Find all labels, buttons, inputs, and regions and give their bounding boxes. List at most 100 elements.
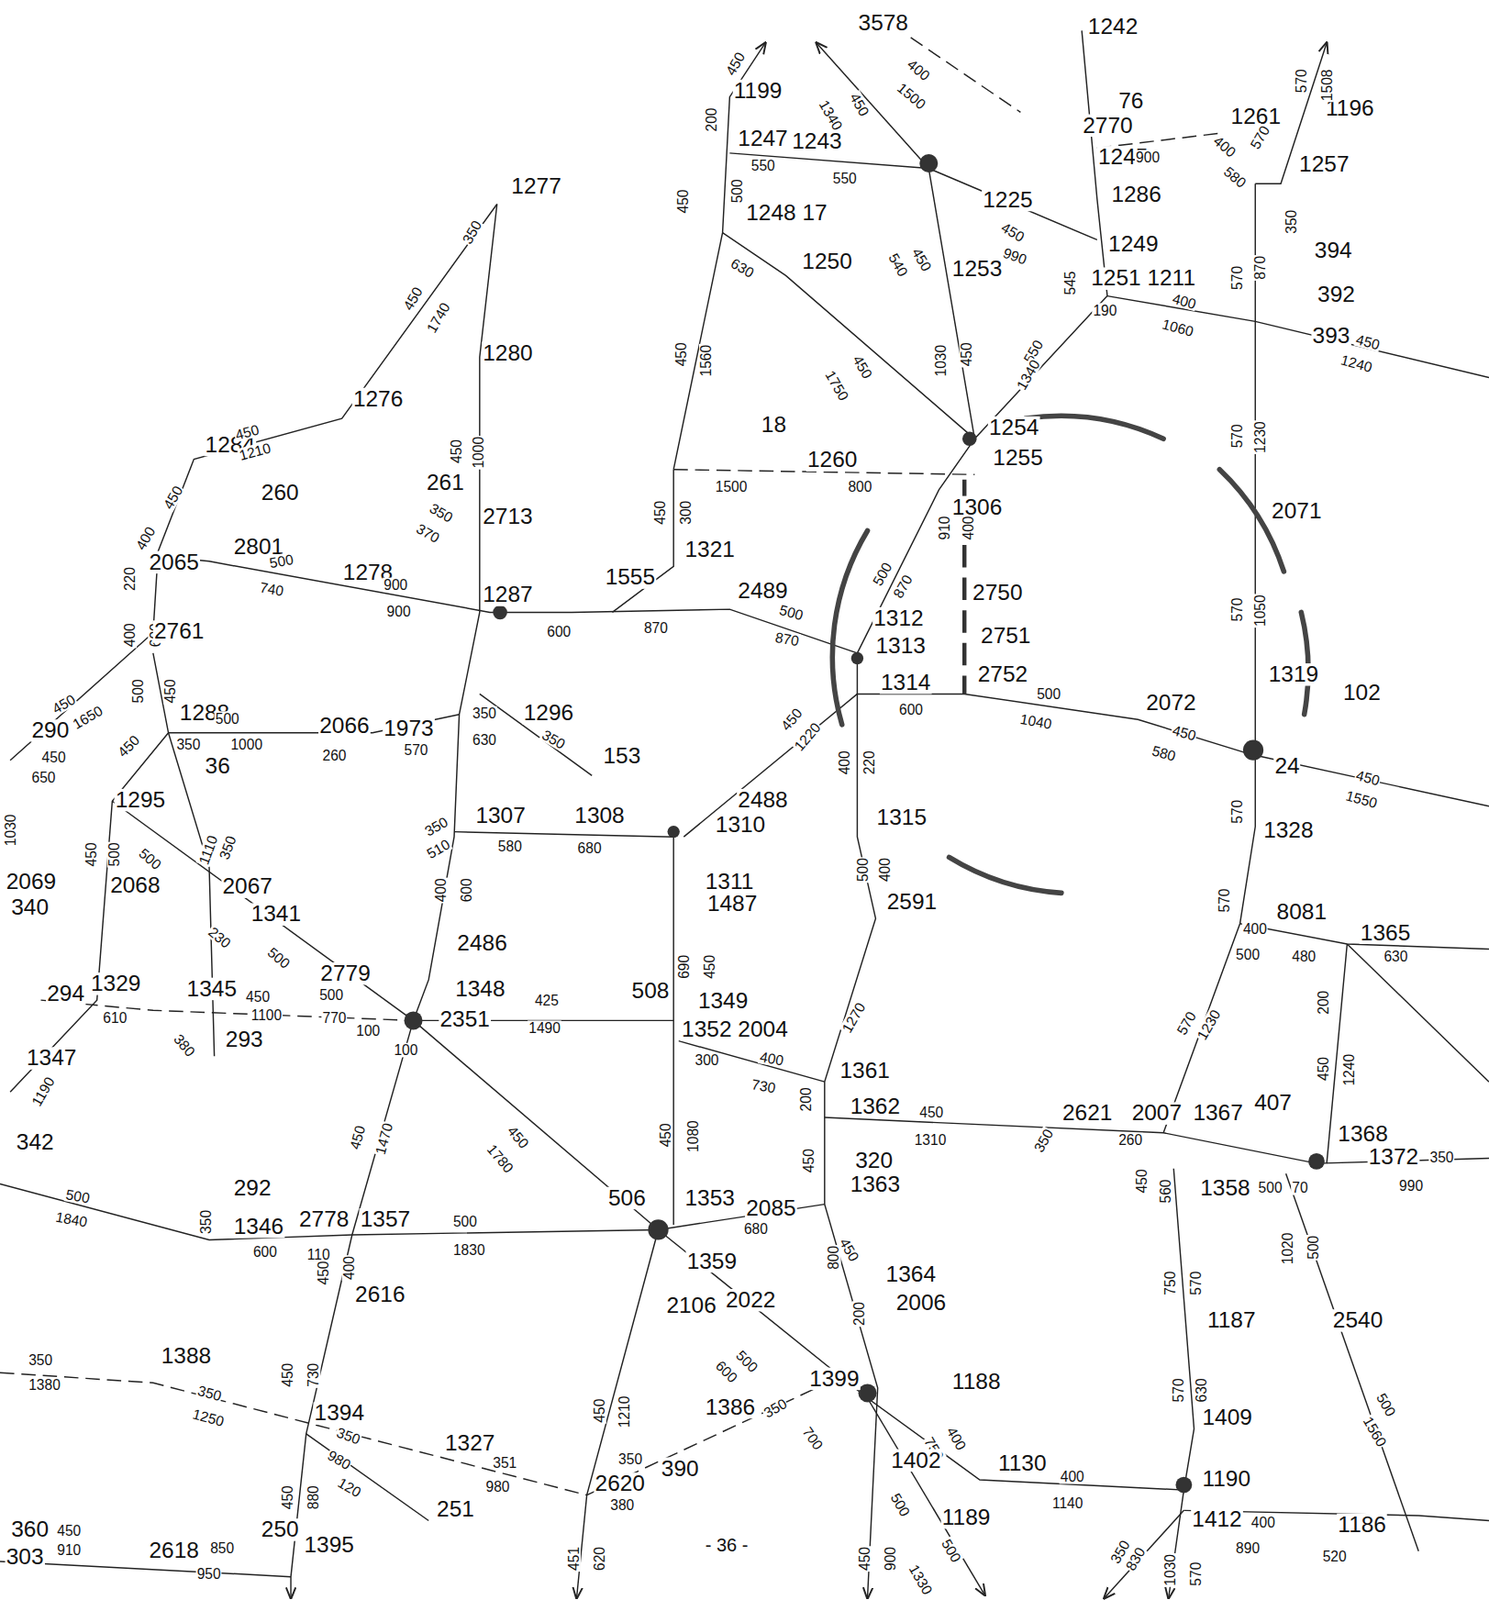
network-stroke <box>867 1398 986 1596</box>
node-number: 1243 <box>790 130 844 153</box>
link-value: 1550 <box>1343 788 1380 812</box>
link-value: 400 <box>1242 921 1268 936</box>
node-number: 2591 <box>886 890 939 913</box>
link-value: 350 <box>199 1209 214 1235</box>
network-stroke <box>413 1020 659 1230</box>
link-value: 450 <box>48 690 78 717</box>
page-number: - 36 - <box>704 1535 750 1555</box>
node-number: 1199 <box>733 79 784 102</box>
node-number: 1321 <box>683 538 736 561</box>
network-stroke <box>1175 1477 1192 1494</box>
network-stroke <box>413 203 498 1021</box>
link-value: 450 <box>316 1259 332 1286</box>
link-value: 1240 <box>1342 1053 1357 1088</box>
link-value: 500 <box>318 988 345 1003</box>
network-stroke <box>962 432 978 447</box>
node-number: 153 <box>601 744 642 767</box>
node-number: 1361 <box>838 1059 891 1082</box>
node-number: 1247 <box>736 127 789 150</box>
link-value: 500 <box>777 601 806 623</box>
link-value: 120 <box>334 1474 365 1501</box>
link-value: 1250 <box>189 1406 227 1430</box>
link-value: 480 <box>1290 949 1317 965</box>
link-value: 1508 <box>1319 67 1334 102</box>
link-value: 580 <box>497 838 523 854</box>
node-number: 506 <box>607 1187 647 1210</box>
network-stroke <box>10 203 498 760</box>
link-value: 450 <box>673 341 689 367</box>
link-value: 350 <box>471 706 498 722</box>
link-value: 300 <box>693 1053 720 1068</box>
link-value: 870 <box>889 571 916 601</box>
network-stroke <box>867 1398 1185 1490</box>
node-number: 1348 <box>454 977 507 1001</box>
node-number: 1261 <box>1229 105 1282 128</box>
link-value: 380 <box>170 1031 199 1061</box>
node-number: 1345 <box>185 977 238 1001</box>
node-number: 390 <box>660 1457 701 1480</box>
node-number: 294 <box>45 982 86 1005</box>
link-value: 1240 <box>1338 352 1376 376</box>
network-stroke <box>1308 1153 1325 1170</box>
node-number: 1306 <box>951 496 1004 519</box>
link-value: 400 <box>877 856 893 883</box>
node-number: 340 <box>10 896 50 919</box>
node-number: 2066 <box>318 714 371 737</box>
node-number: 2770 <box>1081 114 1134 137</box>
link-value: 500 <box>214 711 241 726</box>
link-value: 100 <box>392 1043 419 1058</box>
link-value: 450 <box>653 500 668 526</box>
node-number: 2065 <box>147 551 201 574</box>
link-value: 1210 <box>617 1394 633 1429</box>
link-value: 570 <box>402 743 429 758</box>
link-value: 500 <box>729 177 745 204</box>
node-number: 1319 <box>1267 663 1321 686</box>
link-value: 1650 <box>69 702 107 733</box>
link-value: 190 <box>1091 302 1118 318</box>
node-number: 2778 <box>298 1208 351 1231</box>
network-stroke <box>157 555 857 654</box>
node-number: 1225 <box>981 188 1034 212</box>
node-number: 1251 1211 <box>1089 266 1197 289</box>
link-value: 350 <box>1428 1150 1455 1166</box>
link-value: 570 <box>1229 422 1245 449</box>
link-value: 350 <box>333 1424 364 1447</box>
link-value: 880 <box>306 1484 322 1511</box>
node-number: 1253 <box>951 257 1004 280</box>
node-number: 303 <box>5 1545 45 1568</box>
node-number: 1357 <box>359 1208 412 1231</box>
node-number: 1973 <box>382 717 435 740</box>
link-value: 580 <box>1149 743 1178 764</box>
node-number: 1368 <box>1336 1122 1389 1145</box>
link-value: 500 <box>1035 687 1062 702</box>
node-number: 1312 <box>872 607 925 630</box>
node-number: 1394 <box>313 1401 367 1424</box>
node-number: 2713 <box>481 505 534 528</box>
link-value: 1100 <box>250 1008 284 1023</box>
node-number: 2489 <box>736 579 789 602</box>
link-value: 560 <box>1158 1177 1174 1204</box>
link-value: 451 <box>566 1545 581 1572</box>
link-value: 600 <box>252 1244 278 1260</box>
link-value: 1740 <box>423 299 454 336</box>
node-number: 290 <box>30 719 70 742</box>
node-number: 1487 <box>706 892 759 915</box>
node-number: 1329 <box>89 972 143 995</box>
link-value: 450 <box>114 732 144 761</box>
network-stroke <box>587 1388 817 1496</box>
network-stroke <box>290 1020 413 1599</box>
link-value: 400 <box>961 514 977 541</box>
node-number: 8081 <box>1276 900 1329 923</box>
network-stroke <box>851 652 864 665</box>
node-number: 1341 <box>250 902 303 925</box>
node-number: 1313 <box>874 634 927 657</box>
node-number: 394 <box>1313 239 1354 262</box>
link-value: 910 <box>936 514 952 541</box>
link-value: 400 <box>836 749 852 776</box>
link-value: 520 <box>1322 1549 1348 1565</box>
link-value: 1050 <box>1253 593 1268 628</box>
link-value: 900 <box>882 1545 898 1572</box>
link-value: 1030 <box>1163 1553 1178 1588</box>
link-value: 610 <box>101 1010 128 1025</box>
node-number: 1367 <box>1191 1101 1245 1124</box>
